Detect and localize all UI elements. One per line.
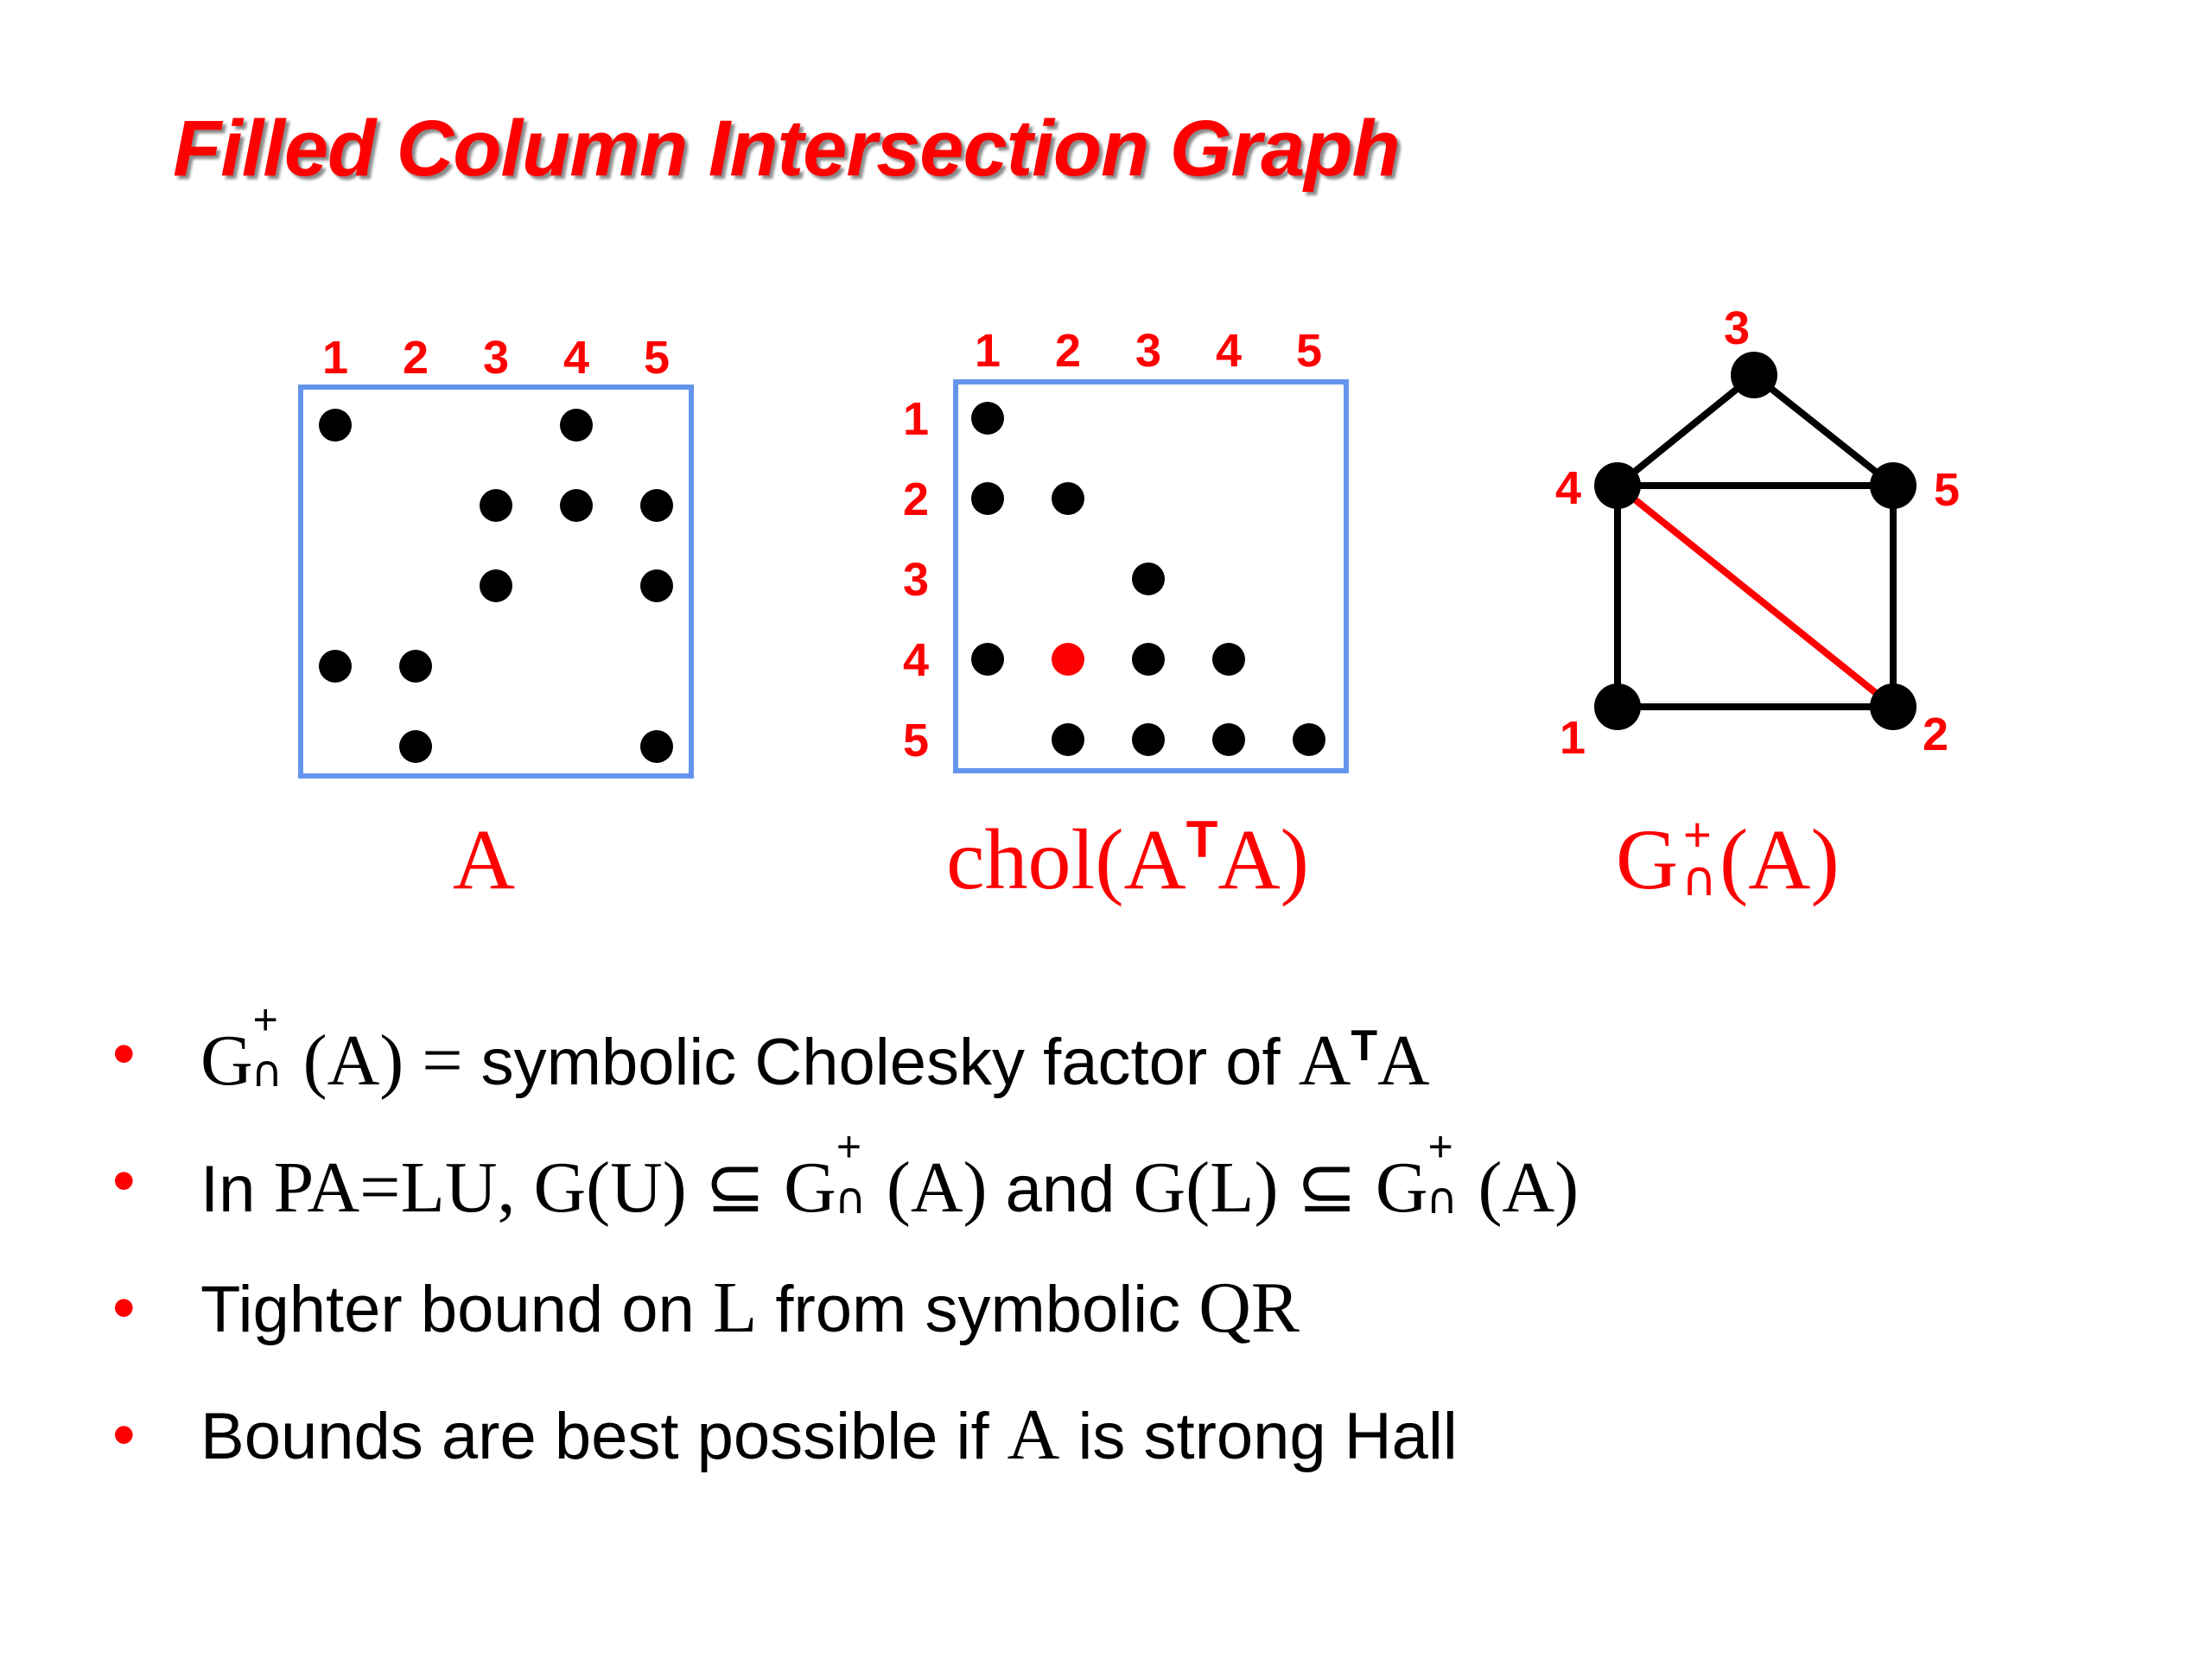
figures: 1 2 3 4 5 A 1 2 3 4 5 1 2 3 4 5 chol(ATA) 1 2 3 4 5 G + … <box>298 302 1960 907</box>
svg-text:∩: ∩ <box>1681 851 1717 907</box>
matrix-a-nonzero <box>480 569 512 602</box>
matrix-chol-nonzero <box>971 643 1004 676</box>
matrix-chol-nonzero <box>1212 643 1245 676</box>
matrix-chol-nonzero <box>1132 723 1165 756</box>
matrix-chol-box <box>953 379 1349 773</box>
graph-node-label: 5 <box>1934 464 1960 516</box>
matrix-a-nonzero <box>640 489 673 522</box>
matrix-chol-row-label: 5 <box>903 715 929 766</box>
bullet-dot: • <box>112 1271 136 1344</box>
matrix-chol-nonzero <box>1052 723 1084 756</box>
filled-column-graph: 1 2 3 4 5 G + ∩ (A) <box>1555 302 1960 907</box>
matrix-chol-col-label: 1 <box>975 325 1001 377</box>
graph-node-label: 4 <box>1555 462 1581 514</box>
graph-edge <box>1751 372 1896 489</box>
matrix-chol: 1 2 3 4 5 1 2 3 4 5 chol(ATA) <box>903 325 1349 907</box>
graph-node-label: 2 <box>1923 709 1948 760</box>
matrix-a-nonzero <box>640 730 673 763</box>
matrix-chol-nonzero <box>1132 643 1165 676</box>
bullet-dot: • <box>112 1398 136 1471</box>
graph-caption: G + ∩ (A) <box>1616 807 1840 907</box>
matrix-chol-col-label: 4 <box>1216 325 1242 377</box>
matrix-chol-row-label: 3 <box>903 554 929 606</box>
matrix-chol-caption: chol(ATA) <box>946 810 1309 907</box>
matrix-a-box <box>298 385 694 779</box>
matrix-a-col-label: 5 <box>644 332 670 384</box>
svg-text:(A): (A) <box>1719 811 1840 907</box>
matrix-a-nonzero <box>399 650 432 683</box>
matrix-a-caption: A <box>453 811 515 907</box>
matrix-chol-nonzero <box>1132 563 1165 595</box>
matrix-chol-row-label: 4 <box>903 634 929 686</box>
bullet-dot: • <box>112 1017 136 1090</box>
matrix-chol-nonzero <box>1293 723 1325 756</box>
svg-text:+: + <box>1683 807 1712 861</box>
graph-node <box>1870 462 1916 509</box>
matrix-a: 1 2 3 4 5 A <box>298 332 694 907</box>
matrix-chol-nonzero <box>971 402 1004 435</box>
graph-node-label: 1 <box>1560 712 1586 764</box>
graph-fill-edge <box>1615 482 1896 710</box>
matrix-chol-col-label: 5 <box>1296 325 1322 377</box>
bullet-dot: • <box>112 1144 136 1217</box>
slide-title: Filled Column Intersection Graph <box>173 105 1401 193</box>
matrix-a-col-label: 1 <box>322 332 348 384</box>
graph-node-label: 3 <box>1724 302 1750 354</box>
matrix-a-nonzero <box>399 730 432 763</box>
matrix-chol-row-label: 2 <box>903 474 929 525</box>
matrix-chol-nonzero <box>971 482 1004 515</box>
matrix-chol-nonzero <box>1052 482 1084 515</box>
matrix-a-nonzero <box>640 569 673 602</box>
matrix-a-nonzero <box>560 409 593 442</box>
matrix-chol-col-label: 3 <box>1135 325 1161 377</box>
matrix-chol-nonzero <box>1212 723 1245 756</box>
graph-node <box>1731 352 1777 398</box>
matrix-chol-fill-nonzero <box>1052 643 1084 676</box>
matrix-chol-col-label: 2 <box>1055 325 1081 377</box>
matrix-a-col-label: 4 <box>563 332 589 384</box>
matrix-a-nonzero <box>319 650 352 683</box>
graph-node <box>1594 683 1641 730</box>
matrix-a-col-label: 3 <box>483 332 509 384</box>
matrix-a-nonzero <box>560 489 593 522</box>
matrix-a-col-label: 2 <box>403 332 429 384</box>
matrix-a-nonzero <box>480 489 512 522</box>
svg-text:G: G <box>1616 811 1678 907</box>
matrix-chol-row-label: 1 <box>903 393 929 445</box>
graph-edge <box>1615 372 1757 489</box>
graph-node <box>1870 683 1916 730</box>
graph-node <box>1594 462 1641 509</box>
matrix-a-nonzero <box>319 409 352 442</box>
